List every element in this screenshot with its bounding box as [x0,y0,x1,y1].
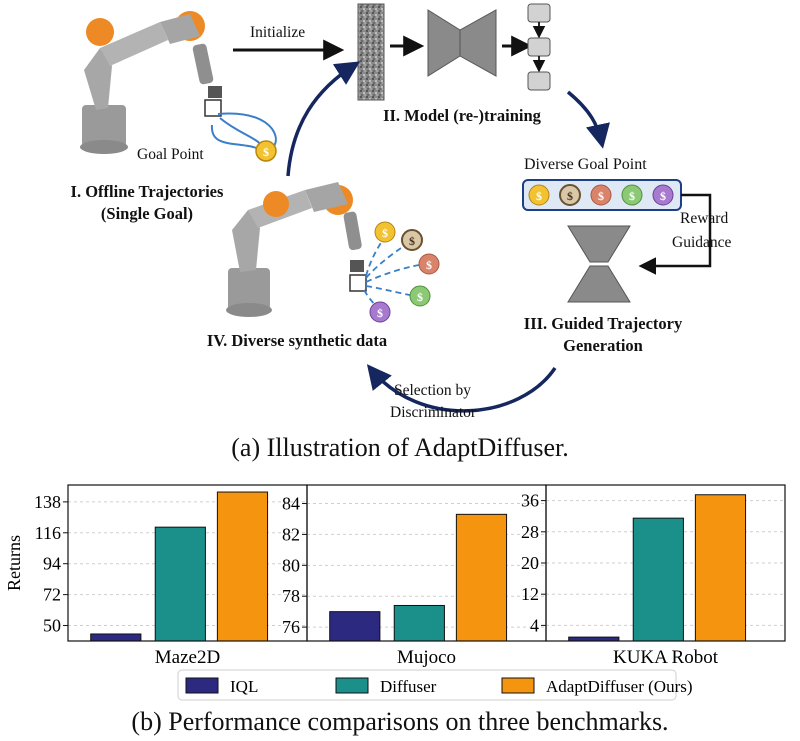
diffusion-bottom [567,265,631,303]
bar-mujoco-adaptdiffuser [455,513,508,642]
diverse-goal-label: Diverse Goal Point [524,156,647,173]
legend-box [177,669,677,701]
synthetic-coin-copper-icon: $ [418,253,440,275]
y-tick-label: 4 [530,615,539,635]
synthetic-coin-gold-icon: $ [374,221,396,243]
stage1-title: I. Offline Trajectories (Single Goal) [32,181,262,225]
synthetic-coin-green-icon: $ [409,285,431,307]
legend-label: IQL [230,677,258,696]
initialize-label: Initialize [250,24,306,41]
y-tick-label: 72 [43,585,61,605]
robot-arm-top-icon [80,11,222,154]
svg-text:$: $ [417,290,423,304]
svg-text:$: $ [377,306,383,320]
robot-arm-bottom-icon [226,182,367,317]
y-tick-label: 76 [282,617,300,637]
y-tick-label: 82 [282,524,300,544]
bar-maze2d-diffuser [154,526,206,642]
legend-swatch [185,677,219,694]
bar-kuka-robot-diffuser [632,517,684,642]
flow-chain [527,3,551,91]
bar-maze2d-iql [90,633,142,642]
bar-mujoco-diffuser [393,604,445,642]
diffusion-top [567,225,631,263]
x-category-label: Mujoco [397,647,456,668]
y-tick-label: 138 [34,492,61,512]
stage3-line2: Generation [563,336,643,355]
svg-text:$: $ [536,189,542,203]
svg-text:$: $ [598,189,604,203]
svg-text:$: $ [382,226,388,240]
coin-copper-icon: $ [590,184,612,206]
y-tick-label: 116 [35,523,61,543]
y-tick-label: 50 [43,616,61,636]
synthetic-coin-purple-icon: $ [369,301,391,323]
goal-coin-icon: $ [255,140,277,162]
y-tick-label: 20 [521,553,539,573]
stage3-line1: III. Guided Trajectory [523,314,683,333]
legend-label: AdaptDiffuser (Ours) [546,677,693,696]
illustration-diagram: $ $ $ $ $ $ [80,3,712,413]
guidance-label: Guidance [672,234,732,251]
noise-image [357,3,385,101]
bar-maze2d-adaptdiffuser [216,491,269,642]
legend-label: Diffuser [380,677,437,696]
y-tick-label: 80 [282,555,300,575]
svg-text:$: $ [409,234,415,248]
selection-label: Selection by [394,382,472,399]
y-tick-label: 84 [282,494,300,514]
goal-point-label: Goal Point [137,146,204,163]
x-category-label: KUKA Robot [613,647,719,668]
svg-text:$: $ [263,145,269,159]
y-tick-label: 28 [521,522,539,542]
svg-text:$: $ [426,258,432,272]
bar-kuka-robot-adaptdiffuser [694,494,747,642]
y-tick-label: 36 [521,491,539,511]
network-decoder [459,9,497,77]
coin-silver-icon: $ [559,184,581,206]
caption-b: (b) Performance comparisons on three ben… [131,707,669,736]
coin-purple-icon: $ [652,184,674,206]
network-encoder [427,9,461,77]
svg-text:$: $ [567,189,573,203]
y-tick-label: 78 [282,586,300,606]
stage1-line2: (Single Goal) [100,204,194,223]
legend-swatch [335,677,369,694]
bar-mujoco-iql [329,611,381,642]
stage4-title: IV. Diverse synthetic data [206,331,388,350]
stage1-line1: I. Offline Trajectories [70,182,224,201]
coin-gold-icon: $ [528,184,550,206]
discriminator-label: Discriminator [390,404,477,421]
y-tick-label: 94 [43,554,61,574]
synthetic-coin-silver-icon: $ [401,229,423,251]
caption-a: (a) Illustration of AdaptDiffuser. [231,433,569,462]
y-axis-label: Returns [4,535,24,591]
coin-green-icon: $ [621,184,643,206]
y-tick-label: 12 [521,584,539,604]
svg-text:$: $ [629,189,635,203]
legend-swatch [501,677,535,694]
svg-text:$: $ [660,189,666,203]
stage3-title: III. Guided Trajectory Generation [488,313,718,357]
reward-label: Reward [680,210,729,227]
panel-frame [545,484,786,642]
x-category-label: Maze2D [155,647,220,668]
stage2-title: II. Model (re-)training [383,106,541,125]
